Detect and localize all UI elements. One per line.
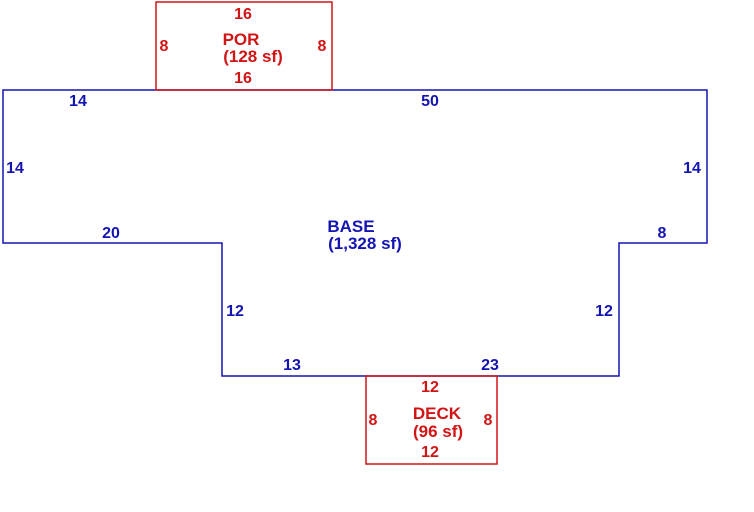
base-dim-right-lower: 12 (595, 303, 613, 320)
deck-dim-bottom: 12 (421, 444, 439, 461)
base-dim-left: 14 (6, 160, 24, 177)
por-outline (155, 1, 333, 91)
base-dim-right: 14 (683, 160, 701, 177)
por-area: (128 sf) (223, 47, 283, 66)
por-dim-bottom: 16 (234, 70, 252, 87)
base-outline (2, 89, 708, 377)
deck-dim-right: 8 (484, 412, 493, 429)
base-dim-top-left: 14 (69, 93, 87, 110)
base-dim-bottom-right: 23 (481, 357, 499, 374)
deck-name: DECK (413, 404, 462, 423)
deck-dim-left: 8 (369, 412, 378, 429)
base-area: (1,328 sf) (328, 234, 402, 253)
base-dim-left-lower: 12 (226, 303, 244, 320)
deck-outline (365, 375, 498, 465)
por-name: POR (223, 30, 260, 49)
base-name: BASE (327, 217, 374, 236)
por-dim-left: 8 (160, 38, 169, 55)
deck-dim-top: 12 (421, 379, 439, 396)
base-dim-left-ledge: 20 (102, 225, 120, 242)
base-dim-right-ledge: 8 (658, 225, 667, 242)
base-dim-top: 50 (421, 93, 439, 110)
deck-area: (96 sf) (413, 422, 463, 441)
por-dim-right: 8 (318, 38, 327, 55)
por-dim-top: 16 (234, 6, 252, 23)
base-dim-bottom-left: 13 (283, 357, 301, 374)
